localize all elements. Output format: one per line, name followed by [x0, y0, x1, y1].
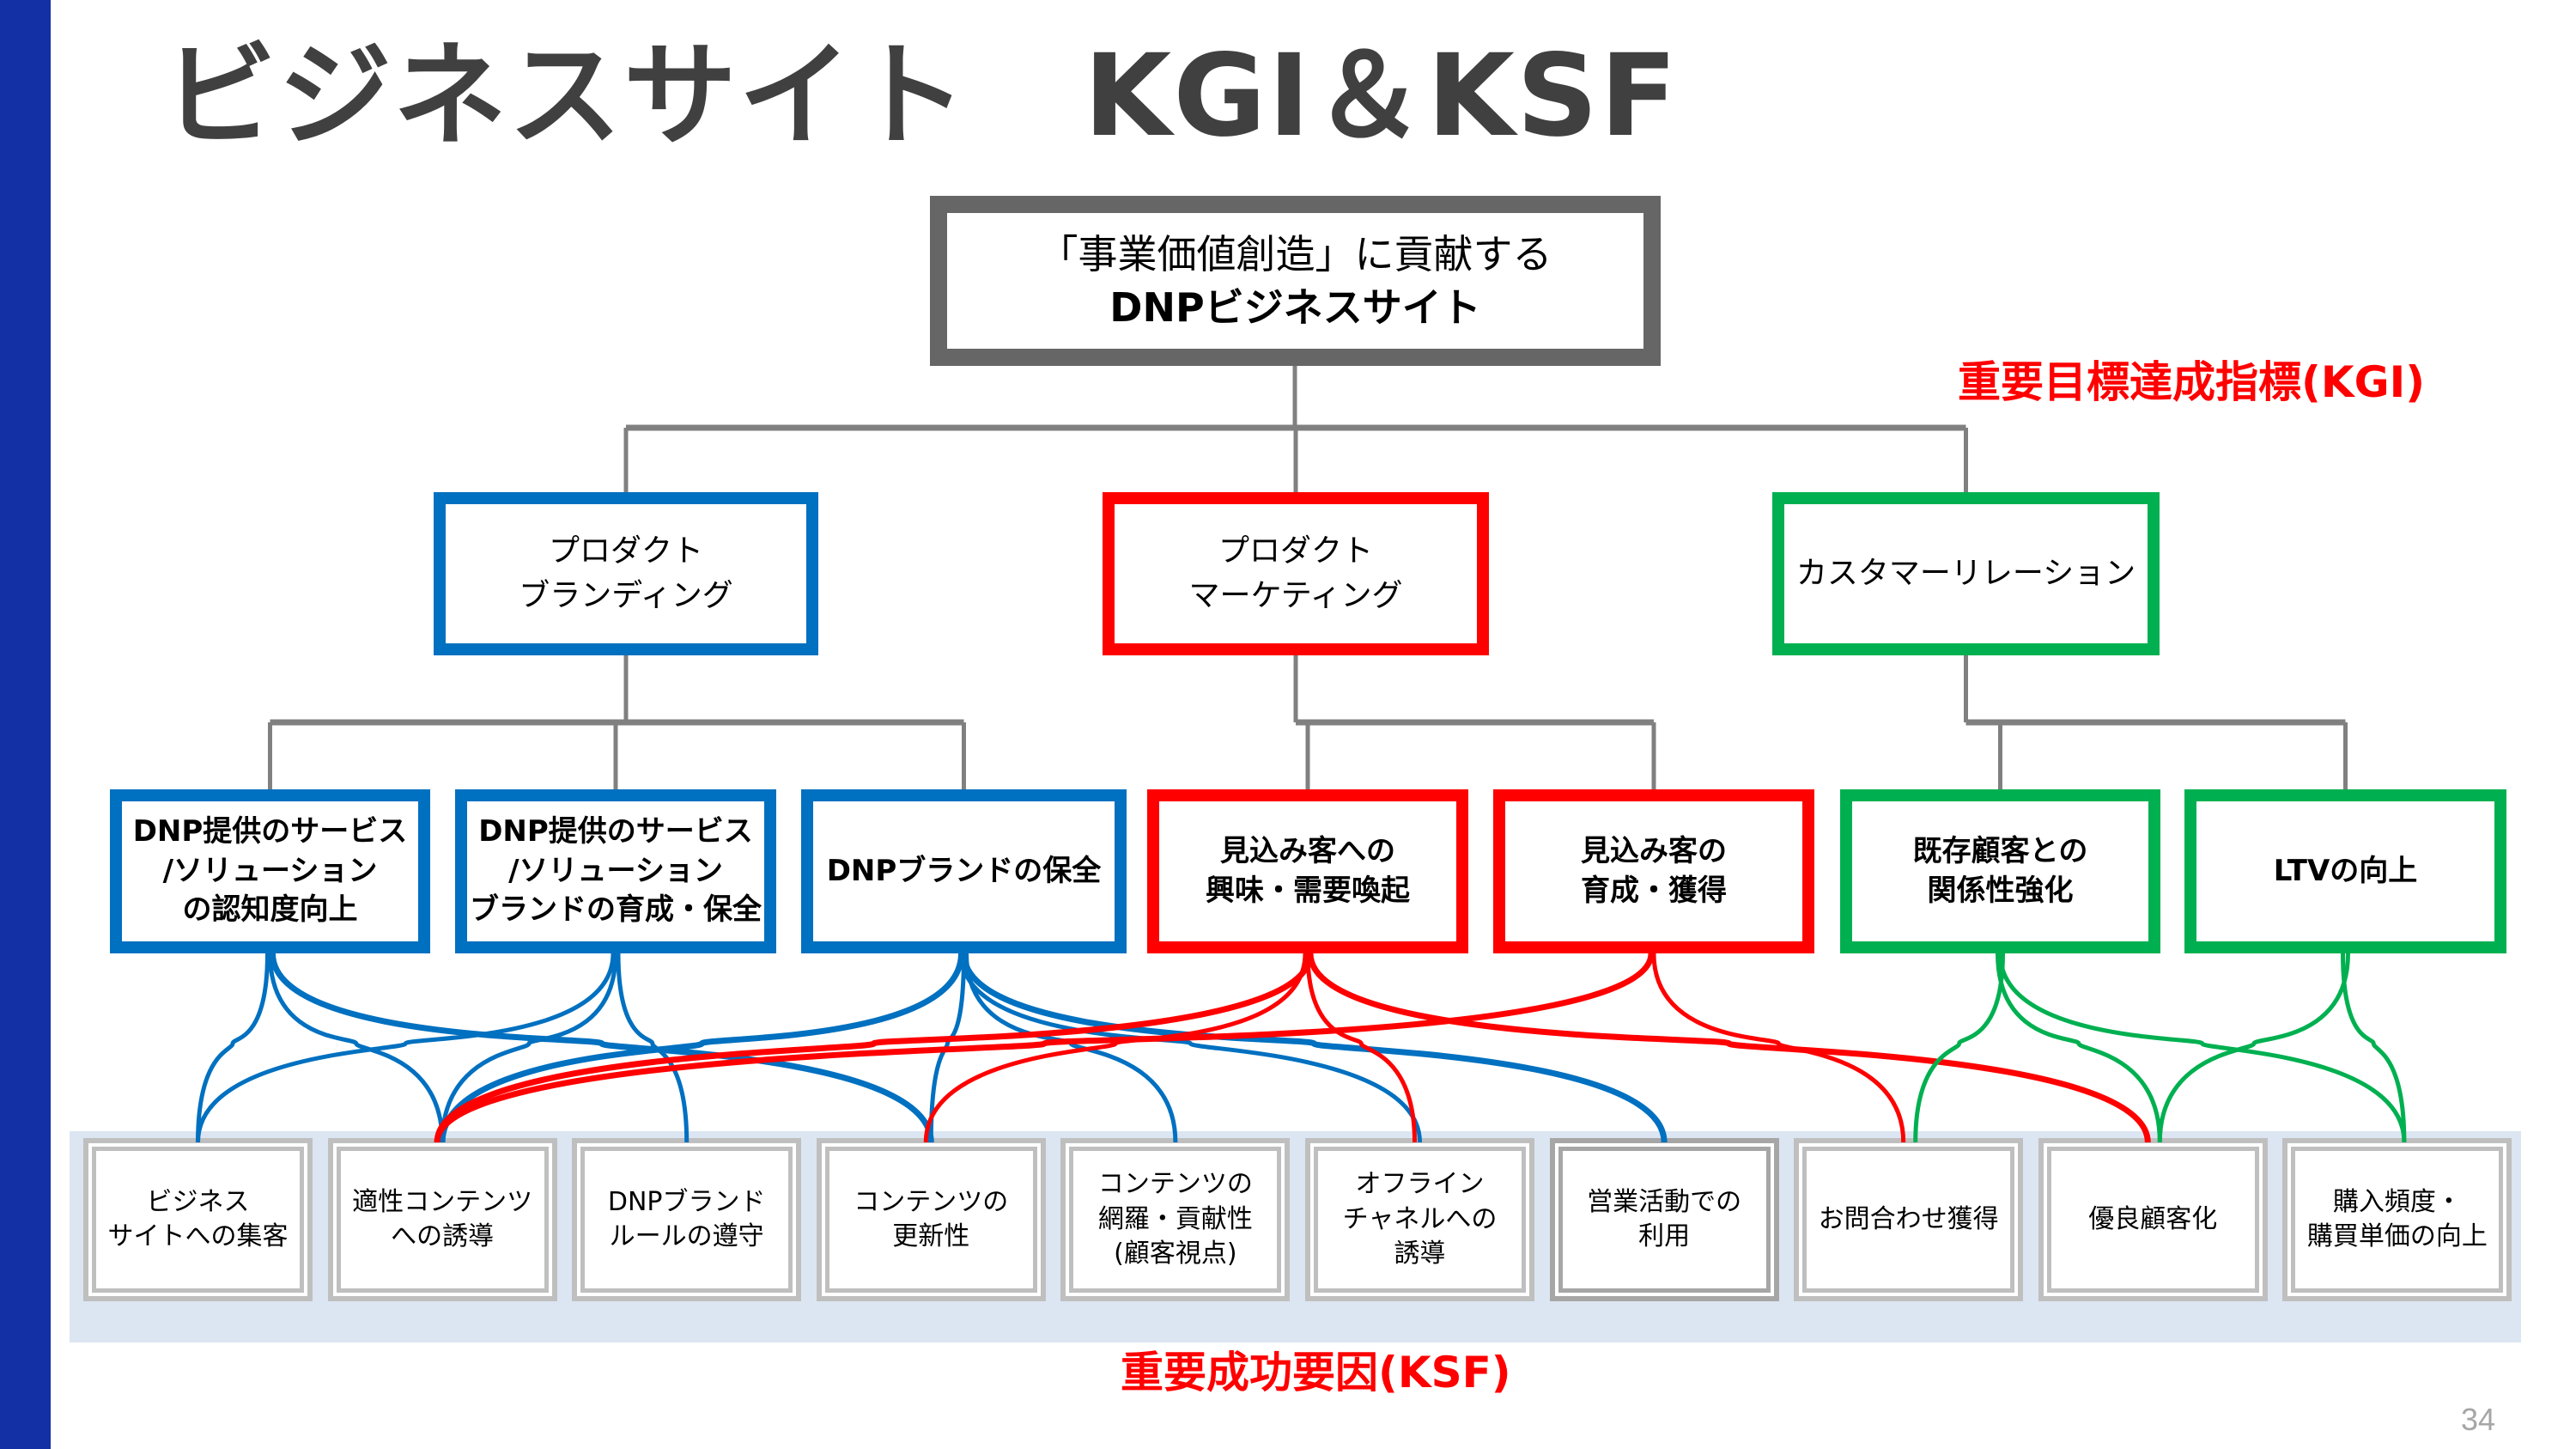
- ksf-label-text: ビジネス サイトへの集客: [107, 1186, 289, 1252]
- ksf-link-curve: [268, 953, 445, 1143]
- ksf-label-text: 購入頻度・ 購買単価の向上: [2306, 1186, 2488, 1252]
- sub-kgi-box: 既存顧客との 関係性強化: [1840, 789, 2160, 953]
- ksf-box: お問合わせ獲得: [1794, 1138, 2024, 1301]
- ksf-label-text: お問合わせ獲得: [1818, 1203, 1999, 1234]
- ksf-link-curve: [1913, 953, 2005, 1143]
- sub-kgi-label-text: LTVの向上: [2273, 853, 2418, 888]
- sub-kgi-label-text: 既存顧客との 関係性強化: [1912, 833, 2088, 908]
- kgi-label-text: カスタマーリレーション: [1795, 555, 2136, 591]
- sub-kgi-label-text: 見込み客への 興味・需要喚起: [1206, 833, 1410, 908]
- sub-kgi-label-text: DNPブランドの保全: [826, 853, 1102, 888]
- kgi-box: カスタマーリレーション: [1772, 492, 2160, 655]
- ksf-link-curve: [439, 953, 964, 1143]
- sub-kgi-box: DNP提供のサービス /ソリューション ブランドの育成・保全: [455, 789, 776, 953]
- ksf-link-curve: [1307, 953, 2151, 1143]
- ksf-box: 購入頻度・ 購買単価の向上: [2282, 1138, 2512, 1301]
- kgi-label-text: プロダクト マーケティング: [1188, 533, 1403, 613]
- goal-line-2: DNPビジネスサイト: [1109, 284, 1481, 331]
- kgi-box: プロダクト マーケティング: [1103, 492, 1489, 655]
- ksf-box: 優良顧客化: [2038, 1138, 2268, 1301]
- ksf-link-curve: [1998, 953, 2407, 1143]
- page-title: ビジネスサイト KGI＆KSF: [163, 30, 1680, 162]
- kgi-label-text: プロダクト ブランディング: [519, 533, 733, 613]
- ksf-box: コンテンツの 更新性: [816, 1138, 1046, 1301]
- ksf-label-text: 適性コンテンツ への誘導: [352, 1186, 533, 1252]
- ksf-link-curve: [1305, 953, 1417, 1143]
- ksf-link-curve: [616, 953, 690, 1143]
- ksf-link-curve: [434, 953, 1314, 1143]
- ksf-box: 適性コンテンツ への誘導: [327, 1138, 557, 1301]
- ksf-label-text: コンテンツの 更新性: [854, 1186, 1009, 1252]
- ksf-link-curve: [2157, 953, 2350, 1143]
- ksf-link-curve: [440, 953, 618, 1143]
- ksf-link-curve: [270, 953, 934, 1143]
- ksf-link-curve: [1996, 953, 2162, 1143]
- ksf-link-curve: [928, 953, 966, 1143]
- page-number: 34: [2461, 1402, 2496, 1437]
- kgi-label: 重要目標達成指標(KGI): [1958, 357, 2426, 407]
- side-accent-bar: [0, 0, 51, 1449]
- goal-line-1: 「事業価値創造」に貢献する: [1038, 230, 1552, 277]
- sub-kgi-label-text: DNP提供のサービス /ソリューション ブランドの育成・保全: [470, 813, 762, 928]
- sub-kgi-box: LTVの向上: [2184, 789, 2506, 953]
- ksf-link-curve: [1651, 953, 1906, 1143]
- ksf-label-text: オフライン チャネルへの 誘導: [1342, 1169, 1498, 1269]
- ksf-label: 重要成功要因(KSF): [1121, 1348, 1511, 1397]
- goal-box: 「事業価値創造」に貢献する DNPビジネスサイト: [930, 196, 1661, 366]
- ksf-label-text: 営業活動での 利用: [1587, 1186, 1742, 1252]
- sub-kgi-label-text: DNP提供のサービス /ソリューション の認知度向上: [132, 813, 408, 928]
- ksf-link-curve: [923, 953, 1308, 1143]
- ksf-link-curve: [961, 953, 1668, 1143]
- ksf-link-curve: [2341, 953, 2407, 1143]
- sub-kgi-box: 見込み客の 育成・獲得: [1493, 789, 1814, 953]
- sub-kgi-box: DNPブランドの保全: [801, 789, 1127, 953]
- ksf-label-text: コンテンツの 網羅・貢献性 (顧客視点): [1097, 1169, 1253, 1269]
- ksf-label-text: 優良顧客化: [2088, 1203, 2218, 1234]
- sub-kgi-box: 見込み客への 興味・需要喚起: [1147, 789, 1468, 953]
- ksf-box: オフライン チャネルへの 誘導: [1305, 1138, 1534, 1301]
- sub-kgi-box: DNP提供のサービス /ソリューション の認知度向上: [110, 789, 430, 953]
- ksf-label-text: DNPブランド ルールの遵守: [607, 1186, 766, 1252]
- ksf-link-curve: [196, 953, 270, 1143]
- ksf-box: DNPブランド ルールの遵守: [572, 1138, 802, 1301]
- ksf-link-curve: [434, 953, 1655, 1143]
- kgi-box: プロダクト ブランディング: [434, 492, 818, 655]
- ksf-link-curve: [196, 953, 616, 1143]
- ksf-link-curve: [959, 953, 1422, 1143]
- sub-kgi-label-text: 見込み客の 育成・獲得: [1581, 833, 1727, 908]
